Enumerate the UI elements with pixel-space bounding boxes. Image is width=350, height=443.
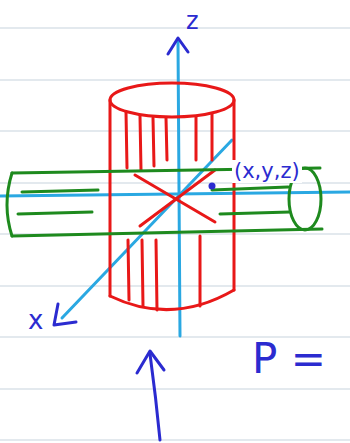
vertical-cylinder xyxy=(110,83,234,310)
point-dot xyxy=(209,183,216,190)
ruled-lines xyxy=(0,28,350,440)
axes xyxy=(0,42,350,336)
formula-label: P = xyxy=(252,336,326,382)
axis-label: x xyxy=(28,306,43,335)
axis-label: z xyxy=(186,8,199,34)
point-label: (x,y,z) xyxy=(232,160,302,183)
blue-marks xyxy=(54,38,188,440)
